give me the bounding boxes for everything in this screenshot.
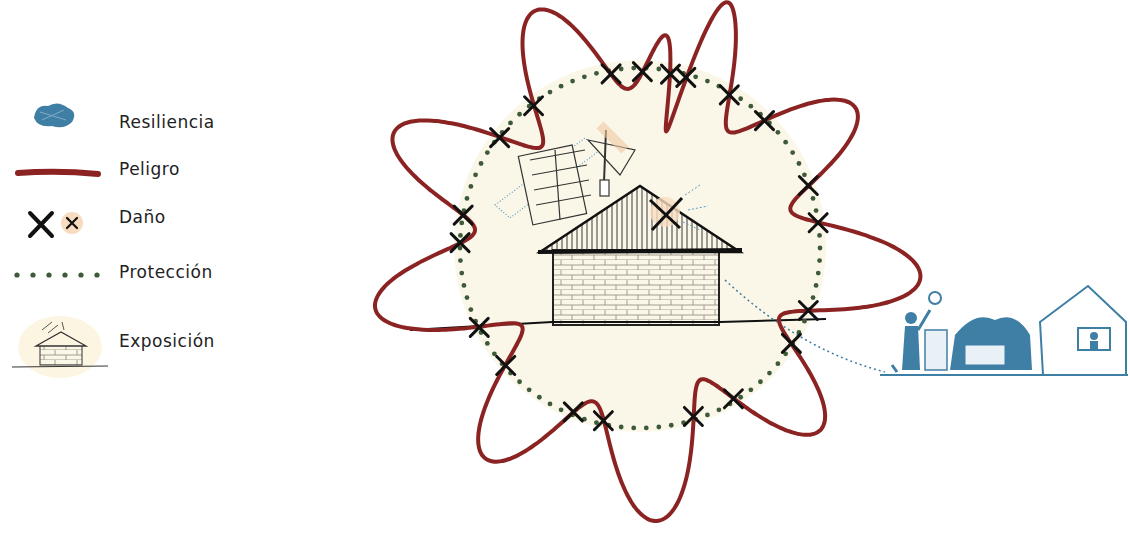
protection-dot — [693, 74, 698, 79]
damage-cross — [799, 177, 817, 195]
protection-dot — [814, 208, 819, 213]
protection-dot — [758, 379, 763, 384]
protection-dot — [797, 161, 802, 166]
damage-cross — [720, 86, 738, 104]
protection-sample — [14, 272, 99, 277]
legend-samples — [12, 172, 108, 378]
damage-cross — [755, 112, 773, 130]
protection-dot — [717, 407, 722, 412]
protection-dot — [462, 283, 467, 288]
damage-cross — [564, 403, 582, 421]
protection-dot — [816, 271, 821, 276]
protection-dot — [811, 295, 816, 300]
damage-cross — [525, 97, 543, 115]
protection-dot — [775, 130, 780, 135]
protection-dot — [705, 79, 710, 84]
damage-cross — [454, 206, 472, 224]
protection-dot — [656, 67, 661, 72]
protection-dot — [817, 258, 822, 263]
protection-dot — [802, 319, 807, 324]
damage-cross — [684, 407, 702, 425]
protection-dot — [594, 71, 599, 76]
protection-dot — [459, 271, 464, 276]
protection-dot — [814, 283, 819, 288]
damage-sample — [30, 212, 83, 236]
resilience-scene — [725, 280, 1128, 375]
protection-dot — [783, 140, 788, 145]
protection-dot — [748, 104, 753, 109]
protection-dot — [748, 387, 753, 392]
legend-swatch — [28, 98, 80, 132]
protection-dot — [459, 221, 464, 226]
legend-label: Peligro — [119, 159, 180, 179]
protection-dot — [458, 233, 463, 238]
damage-cross — [782, 334, 800, 352]
protection-dot — [817, 233, 822, 238]
protection-dot — [458, 258, 463, 263]
protection-dot — [811, 196, 816, 201]
protection-dot — [485, 150, 490, 155]
protection-dot — [465, 196, 470, 201]
protection-dot — [517, 112, 522, 117]
damage-cross — [677, 68, 695, 86]
protection-dot — [508, 121, 513, 126]
protection-dot — [548, 401, 553, 406]
protection-dot — [738, 96, 743, 101]
protection-dot — [479, 161, 484, 166]
damage-cross — [799, 301, 817, 319]
hazard-line — [375, 2, 920, 521]
damage-cross — [633, 63, 651, 81]
protection-dot — [559, 84, 564, 89]
damage-cross — [470, 318, 488, 336]
damage-cross — [809, 214, 827, 232]
protection-dot — [465, 295, 470, 300]
damage-cross — [491, 129, 509, 147]
protection-dot — [705, 412, 710, 417]
legend-label: Exposición — [119, 331, 215, 351]
protection-dot — [802, 172, 807, 177]
protection-dot — [485, 341, 490, 346]
damage-cross — [724, 390, 742, 408]
hazard-layer — [375, 2, 920, 521]
protection-dot — [517, 379, 522, 384]
damage-cross — [602, 65, 620, 83]
protection-dot — [473, 172, 478, 177]
protection-dot — [548, 90, 553, 95]
protection-dot — [656, 425, 661, 430]
protection-dot — [775, 361, 780, 366]
hazard-line-sample — [18, 172, 98, 174]
protection-dot — [644, 425, 649, 430]
protection-dot — [619, 425, 624, 430]
protection-dot — [570, 79, 575, 84]
protection-dot — [559, 407, 564, 412]
exposure-disc — [454, 60, 826, 432]
protection-dot — [790, 150, 795, 155]
damage-cross — [497, 356, 515, 374]
protection-dot — [468, 307, 473, 312]
protection-dot — [738, 395, 743, 400]
protection-dot — [669, 423, 674, 428]
protection-dot — [468, 184, 473, 189]
legend-label: Protección — [119, 262, 213, 282]
house — [410, 185, 826, 330]
damage-cross — [451, 234, 469, 252]
damage-cross — [594, 412, 612, 430]
protection-dot — [582, 74, 587, 79]
exposure-sample — [12, 316, 108, 378]
protection-dot — [818, 246, 823, 251]
protection-dot — [537, 395, 542, 400]
protection-dot — [767, 371, 772, 376]
protection-dot — [527, 387, 532, 392]
legend-label: Resiliencia — [119, 112, 215, 132]
legend-label: Daño — [119, 207, 166, 227]
protection-dot — [631, 425, 636, 430]
